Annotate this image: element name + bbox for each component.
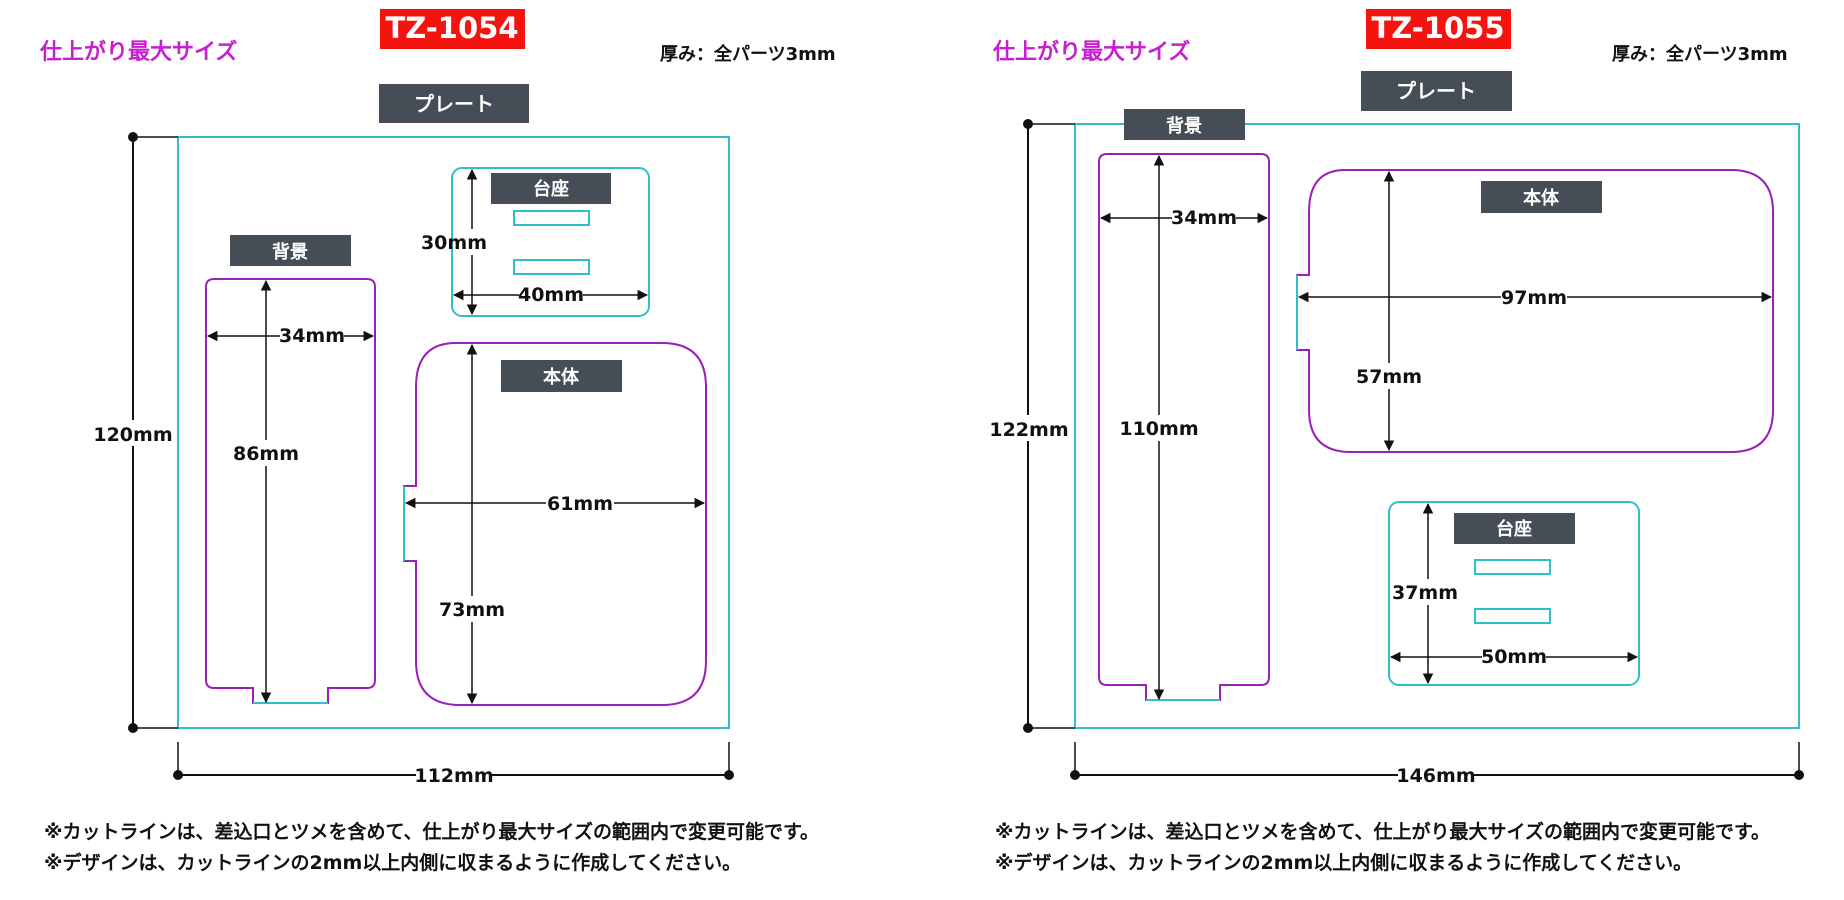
stand-height-label: 37mm <box>1392 582 1458 604</box>
label-background <box>1482 644 1546 670</box>
max-size-label: 仕上がり最大サイズ <box>992 39 1190 65</box>
body-cut-outline <box>1296 169 1774 453</box>
note-line-1: ※カットラインは、差込口とツメを含めて、仕上がり最大サイズの範囲内で変更可能です… <box>44 820 819 843</box>
label-background <box>456 229 488 255</box>
model-number: TZ-1055 <box>1371 11 1504 45</box>
background-width-label: 34mm <box>279 325 345 347</box>
background-label: 背景 <box>272 241 308 263</box>
note-line-1: ※カットラインは、差込口とツメを含めて、仕上がり最大サイズの範囲内で変更可能です… <box>995 820 1770 843</box>
background-label: 背景 <box>1166 115 1202 137</box>
label-background <box>1121 415 1197 441</box>
label-background <box>234 440 298 466</box>
plate-width-label: 146mm <box>1396 765 1475 787</box>
body-width-label: 61mm <box>547 493 613 515</box>
stand-width-label: 50mm <box>1481 646 1547 668</box>
background-width-label: 34mm <box>1171 207 1237 229</box>
label-background <box>1501 284 1567 310</box>
background-height-label: 110mm <box>1119 418 1198 440</box>
label-background <box>1398 762 1474 788</box>
stand-cut-outline <box>451 167 650 317</box>
background-label-box <box>230 235 351 266</box>
label-background <box>1393 579 1447 605</box>
label-background <box>546 490 614 516</box>
stand-slot <box>1474 559 1551 575</box>
plate-height-label: 122mm <box>989 419 1068 441</box>
stand-label: 台座 <box>533 178 569 200</box>
stand-label-box <box>1454 513 1575 544</box>
label-background <box>442 596 504 622</box>
dimension-dot <box>1794 770 1804 780</box>
stand-label: 台座 <box>1496 518 1532 540</box>
label-background <box>1172 205 1236 231</box>
dimension-dot <box>724 770 734 780</box>
body-height-label: 57mm <box>1356 366 1422 388</box>
stand-label-box <box>491 173 611 204</box>
plate-height-label: 120mm <box>93 424 172 446</box>
body-label: 本体 <box>543 366 580 388</box>
body-label-box <box>501 360 622 392</box>
max-size-label: 仕上がり最大サイズ <box>39 39 237 65</box>
stand-height-label: 30mm <box>421 232 487 254</box>
dimension-dot <box>1023 723 1033 733</box>
model-badge <box>380 9 525 49</box>
label-background <box>94 420 172 446</box>
plate-width-label: 112mm <box>414 765 493 787</box>
stand-slot <box>513 259 590 275</box>
body-label: 本体 <box>1523 187 1560 209</box>
plate-label-box <box>379 84 529 123</box>
template-tz1055: TZ-1055 仕上がり最大サイズ 厚み：全パーツ3mm プレート 122mm … <box>989 9 1804 874</box>
body-height-label: 73mm <box>439 599 505 621</box>
plate-outline <box>1074 123 1800 729</box>
body-width-label: 97mm <box>1501 287 1567 309</box>
label-background <box>519 282 583 308</box>
dimension-dot <box>128 132 138 142</box>
stand-slot <box>513 210 590 226</box>
plate-label-box <box>1361 71 1512 111</box>
plate-label: プレート <box>1396 79 1476 103</box>
body-label-box <box>1481 181 1602 213</box>
model-number: TZ-1054 <box>385 11 518 45</box>
label-background <box>280 323 344 349</box>
label-background <box>416 762 492 788</box>
note-line-2: ※デザインは、カットラインの2mm以上内側に収まるように作成してください。 <box>44 851 741 874</box>
dimension-dot <box>1023 119 1033 129</box>
background-height-label: 86mm <box>233 443 299 465</box>
background-label-box <box>1124 109 1245 140</box>
thickness-label: 厚み：全パーツ3mm <box>660 43 836 65</box>
plate-label: プレート <box>414 92 494 116</box>
stand-width-label: 40mm <box>518 284 584 306</box>
dimension-dot <box>1070 770 1080 780</box>
stand-slot <box>1474 608 1551 624</box>
thickness-label: 厚み：全パーツ3mm <box>1612 43 1788 65</box>
dimension-dot <box>128 723 138 733</box>
template-tz1054: TZ-1054 仕上がり最大サイズ 厚み：全パーツ3mm プレート 120mm … <box>39 9 836 874</box>
dimension-dot <box>173 770 183 780</box>
note-line-2: ※デザインは、カットラインの2mm以上内側に収まるように作成してください。 <box>995 851 1692 874</box>
stand-cut-outline <box>1388 501 1640 686</box>
model-badge <box>1366 9 1511 49</box>
plate-outline <box>177 136 730 729</box>
label-background <box>991 415 1067 441</box>
body-cut-outline <box>403 342 707 706</box>
label-background <box>1358 363 1420 389</box>
